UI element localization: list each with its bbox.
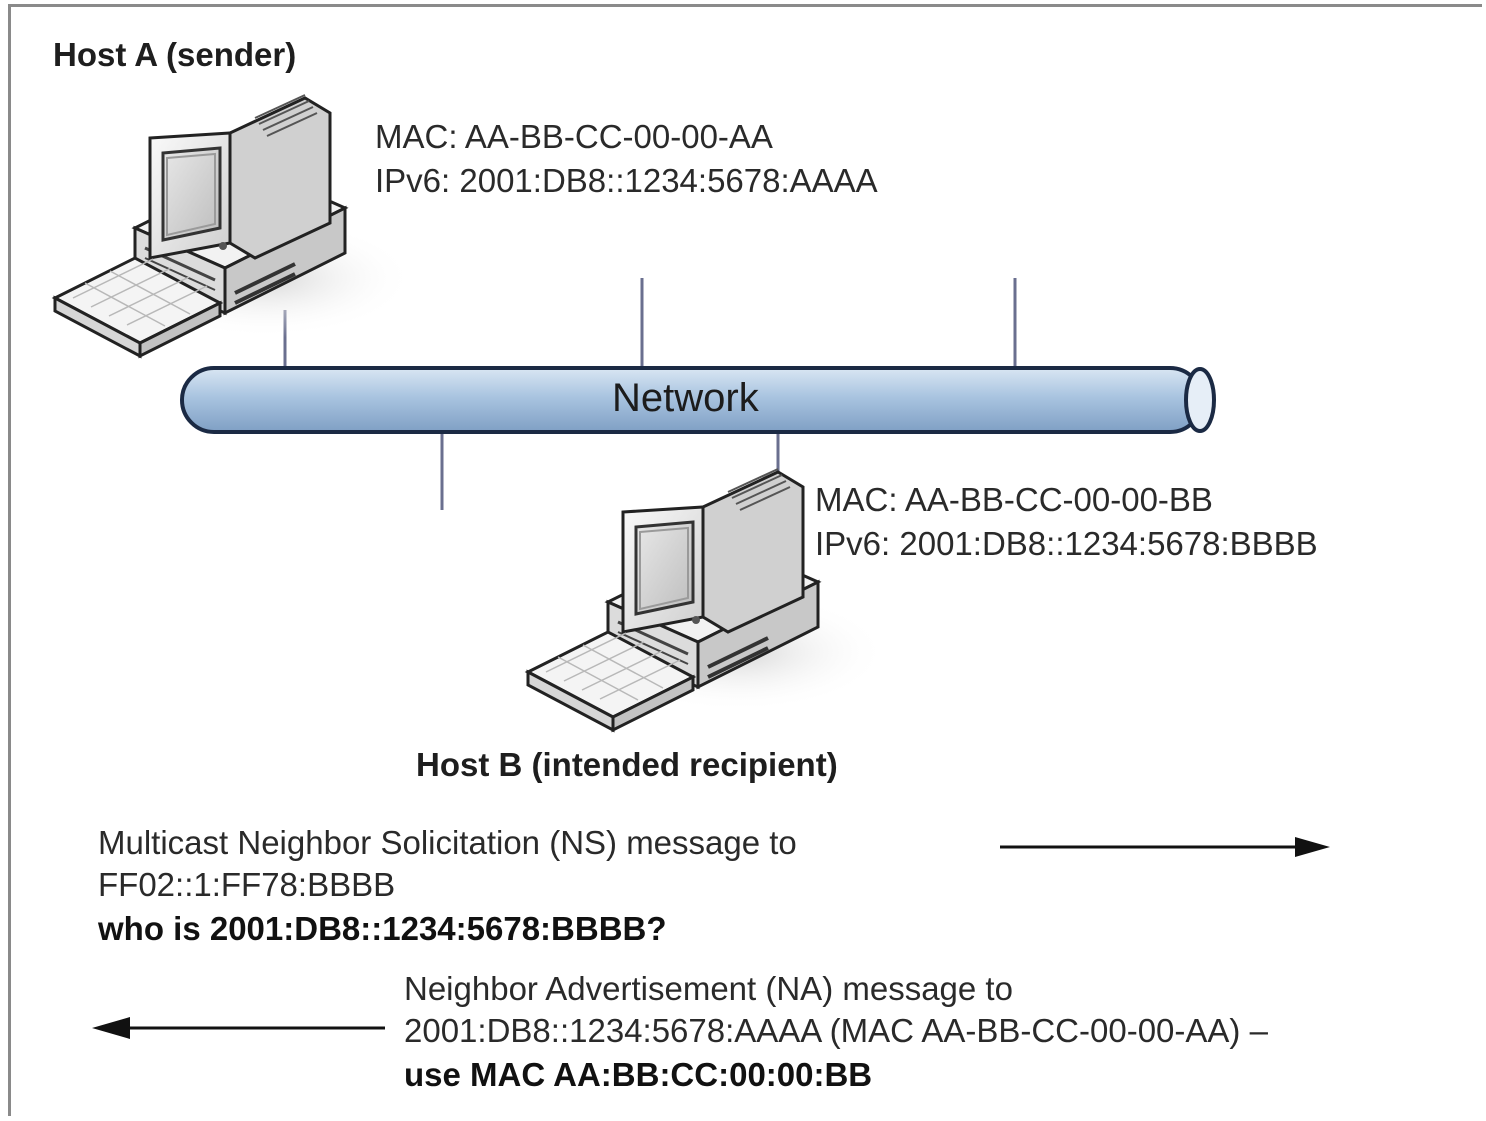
host-b-mac: MAC: AA-BB-CC-00-00-BB [815,481,1213,518]
ns-message-line1: Multicast Neighbor Solicitation (NS) mes… [98,824,797,861]
ns-message-question: who is 2001:DB8::1234:5678:BBBB? [98,910,667,947]
ns-message-line2: FF02::1:FF78:BBBB [98,866,396,903]
host-b-ipv6: IPv6: 2001:DB8::1234:5678:BBBB [815,525,1318,562]
network-label: Network [612,376,759,420]
host-a-mac: MAC: AA-BB-CC-00-00-AA [375,118,773,155]
host-a-ipv6: IPv6: 2001:DB8::1234:5678:AAAA [375,162,878,199]
host-b-title: Host B (intended recipient) [416,746,838,783]
diagram-frame [8,4,1482,1116]
na-message-answer: use MAC AA:BB:CC:00:00:BB [404,1056,873,1093]
ns-arrow-right-icon [1000,837,1330,857]
na-arrow-left-icon [92,1017,385,1039]
network-pipe [180,366,1216,434]
na-message-line1: Neighbor Advertisement (NA) message to [404,970,1013,1007]
host-a-title: Host A (sender) [53,36,297,73]
host-a-computer-icon [53,93,417,358]
na-message-line2: 2001:DB8::1234:5678:AAAA (MAC AA-BB-CC-0… [404,1012,1268,1049]
